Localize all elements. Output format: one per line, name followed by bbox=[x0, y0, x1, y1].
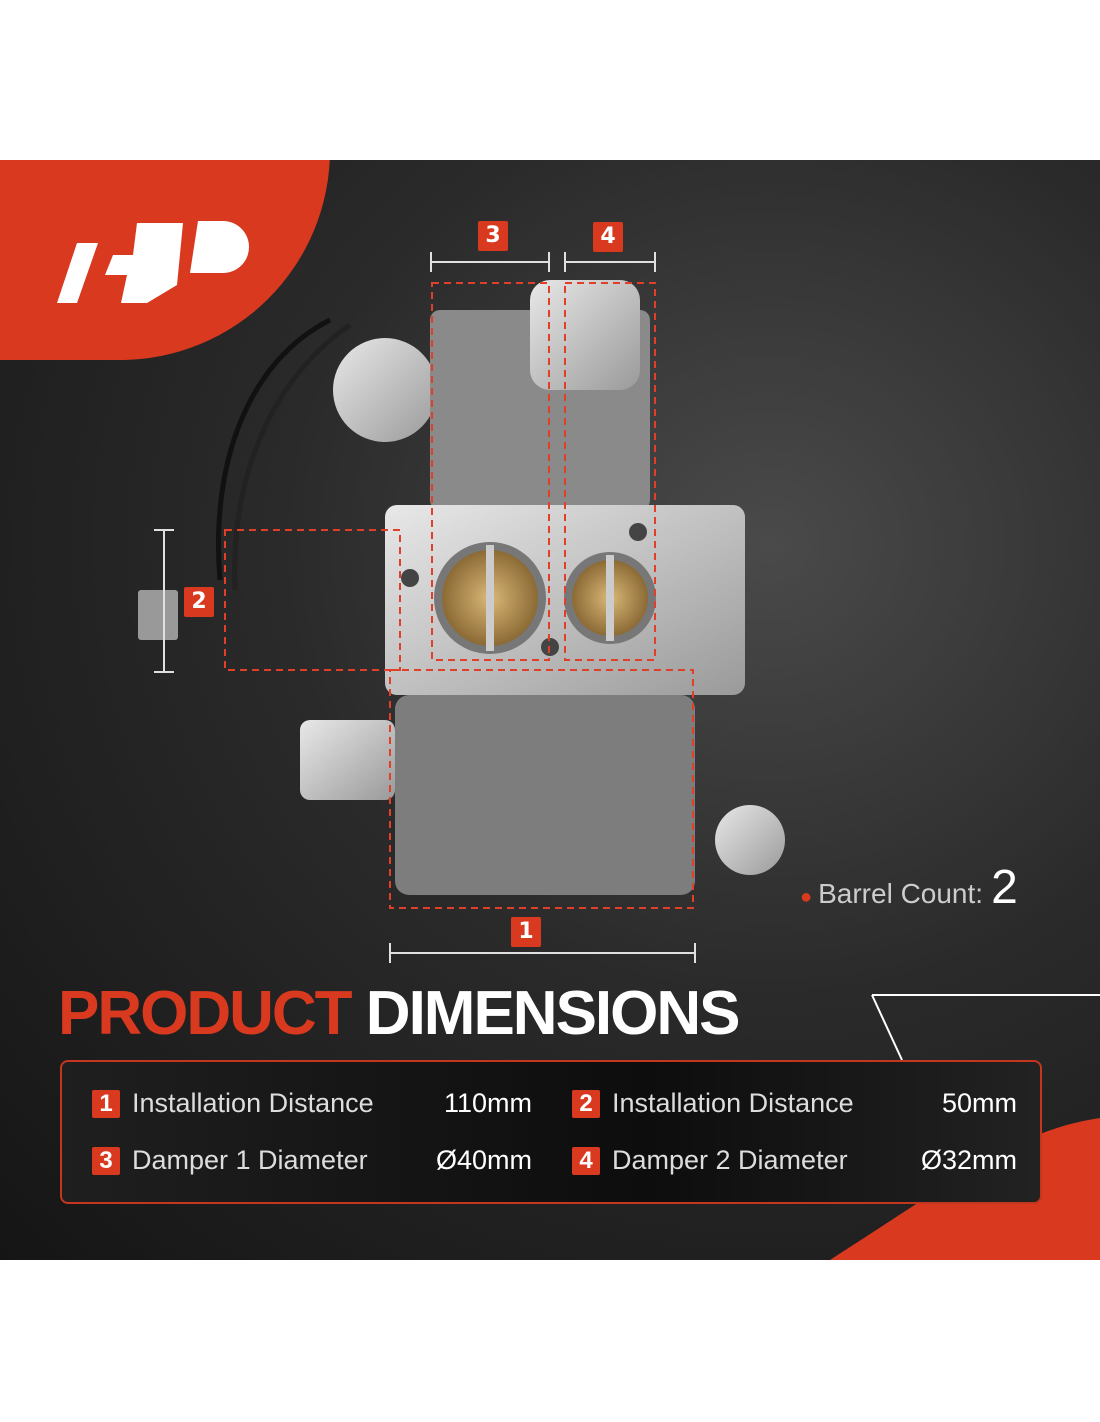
barrel-count-value: 2 bbox=[991, 861, 1018, 914]
spec-row: 4 Damper 2 Diameter Ø32mm bbox=[572, 1145, 1017, 1176]
spec-row: 3 Damper 1 Diameter Ø40mm bbox=[92, 1145, 532, 1176]
carburetor-illustration bbox=[138, 252, 785, 963]
spec-number: 2 bbox=[572, 1089, 600, 1118]
title-part-product: PRODUCT bbox=[58, 979, 353, 1048]
spec-label: Damper 2 Diameter bbox=[612, 1145, 848, 1175]
spec-value: Ø32mm bbox=[920, 1145, 1017, 1175]
dimension-marker-2: 2 bbox=[184, 587, 214, 617]
bullet-icon: ● bbox=[800, 886, 813, 908]
barrel-count-label: Barrel Count: bbox=[818, 878, 984, 909]
product-image: 3 4 2 1 ● Barrel Count: 2 PRODUCT DIMENS… bbox=[0, 160, 1100, 1260]
spec-value: 50mm bbox=[941, 1088, 1017, 1118]
spec-row: 1 Installation Distance 110mm bbox=[92, 1088, 532, 1119]
spec-label: Installation Distance bbox=[612, 1088, 854, 1118]
spec-number: 1 bbox=[92, 1089, 120, 1118]
dimension-marker-3: 3 bbox=[478, 221, 508, 251]
spec-number: 3 bbox=[92, 1146, 120, 1175]
spec-value: Ø40mm bbox=[435, 1145, 532, 1175]
dimension-marker-1: 1 bbox=[511, 917, 541, 947]
brand-logo bbox=[57, 221, 249, 303]
spec-number: 4 bbox=[572, 1146, 600, 1175]
title-part-dimensions: DIMENSIONS bbox=[365, 979, 741, 1048]
section-title: PRODUCT DIMENSIONS bbox=[58, 978, 741, 1049]
spec-value: 110mm bbox=[443, 1088, 532, 1118]
spec-label: Installation Distance bbox=[132, 1088, 374, 1118]
barrel-count: ● Barrel Count: 2 bbox=[800, 860, 1018, 915]
spec-label: Damper 1 Diameter bbox=[132, 1145, 368, 1175]
dimensions-table: 1 Installation Distance 110mm 2 Installa… bbox=[60, 1060, 1042, 1204]
spec-row: 2 Installation Distance 50mm bbox=[572, 1088, 1017, 1119]
dimension-marker-4: 4 bbox=[593, 222, 623, 252]
